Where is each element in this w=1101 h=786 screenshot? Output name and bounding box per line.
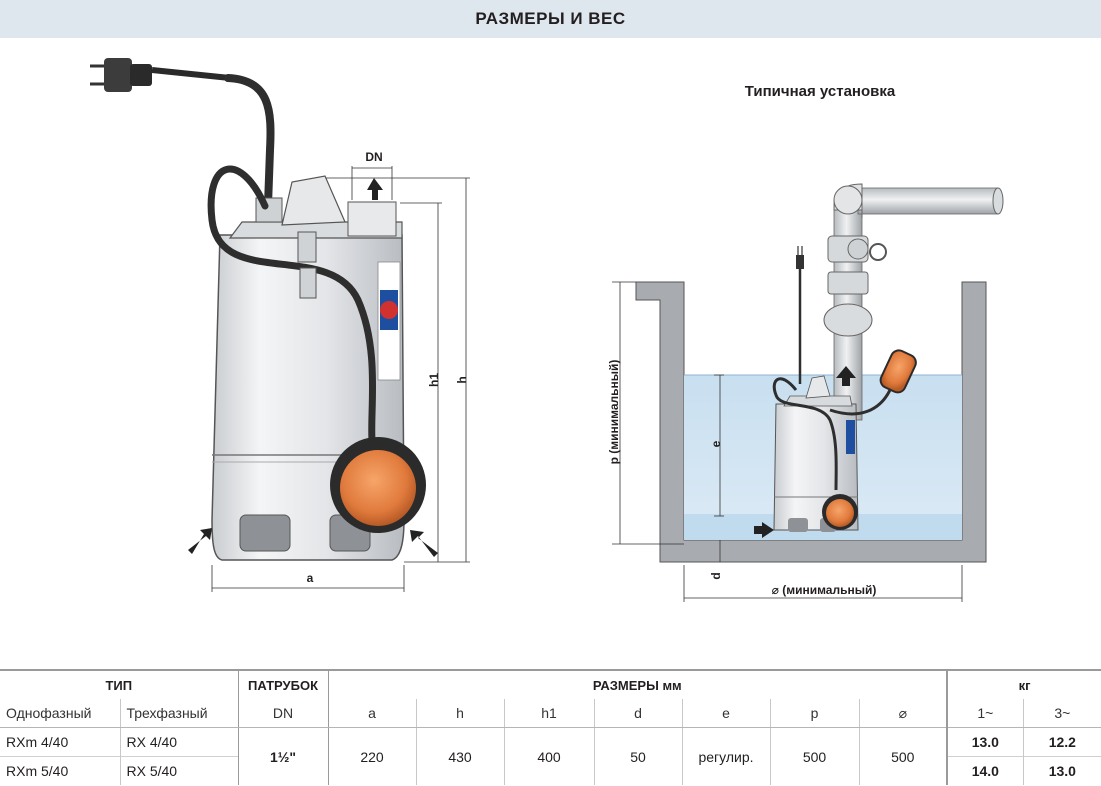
- cell-h: 430: [415, 727, 505, 785]
- dimensions-header: РАЗМЕРЫ мм: [327, 669, 948, 699]
- cell-diameter: 500: [858, 727, 948, 785]
- spec-table: ТИП ПАТРУБОК РАЗМЕРЫ мм кг Однофазный Тр…: [0, 669, 1101, 785]
- h-label: h: [455, 376, 469, 383]
- cell-d: 50: [593, 727, 683, 785]
- row-weight1: 13.0: [946, 727, 1024, 757]
- diameter-label: ⌀ (минимальный): [772, 583, 877, 597]
- weight-header: кг: [946, 669, 1101, 699]
- col-a-header: a: [327, 699, 417, 728]
- pump-drawing-svg: DN h1 h a: [90, 58, 1004, 602]
- col-h-header: h: [415, 699, 505, 728]
- right-dimensions: [612, 281, 963, 602]
- outlet-header: ПАТРУБОК: [237, 669, 329, 699]
- plug-icon: [90, 58, 231, 92]
- installation-title: Типичная установка: [744, 83, 896, 100]
- row-single-model: RXm 5/40: [0, 756, 120, 785]
- cell-e: регулир.: [681, 727, 771, 785]
- col-h1-header: h1: [503, 699, 595, 728]
- table-row: RXm 4/40 RX 4/40 1½" 220 430 400 50 регу…: [0, 727, 1101, 785]
- dn-header: DN: [237, 699, 329, 728]
- type-header: ТИП: [0, 669, 239, 699]
- col-diameter-header: ⌀: [858, 699, 948, 728]
- section-title: РАЗМЕРЫ И ВЕС: [475, 9, 626, 28]
- col-weight3-header: 3~: [1022, 699, 1101, 728]
- installation-drawing: [635, 183, 1004, 563]
- three-phase-header: Трехфазный: [119, 699, 239, 728]
- dimension-diagram: DN h1 h a: [0, 38, 1101, 658]
- d-label: d: [709, 572, 723, 579]
- section-header: РАЗМЕРЫ И ВЕС: [0, 0, 1101, 38]
- a-label: a: [307, 571, 314, 585]
- left-dimensions: [211, 166, 470, 592]
- cell-dn: 1½": [237, 727, 329, 785]
- cell-a: 220: [327, 727, 417, 785]
- row-weight3: 12.2: [1022, 727, 1101, 757]
- row-single-model: RXm 4/40: [6, 734, 69, 750]
- dn-label: DN: [365, 150, 382, 164]
- col-p-header: p: [769, 699, 860, 728]
- row-weight3: 13.0: [1022, 756, 1101, 785]
- row-three-model: RX 4/40: [119, 727, 239, 757]
- col-weight1-header: 1~: [946, 699, 1024, 728]
- col-d-header: d: [593, 699, 683, 728]
- p-label: p (минимальный): [607, 360, 621, 465]
- row-three-model: RX 5/40: [119, 756, 239, 785]
- row-weight1: 14.0: [946, 756, 1024, 785]
- h1-label: h1: [427, 373, 441, 387]
- e-label: e: [709, 440, 723, 447]
- col-e-header: e: [681, 699, 771, 728]
- cell-h1: 400: [503, 727, 595, 785]
- pump-left: [90, 58, 438, 561]
- cell-p: 500: [769, 727, 860, 785]
- table-row: RXm 5/40 RX 5/40 14.0 13.0: [0, 756, 1101, 785]
- single-phase-header: Однофазный: [0, 699, 120, 728]
